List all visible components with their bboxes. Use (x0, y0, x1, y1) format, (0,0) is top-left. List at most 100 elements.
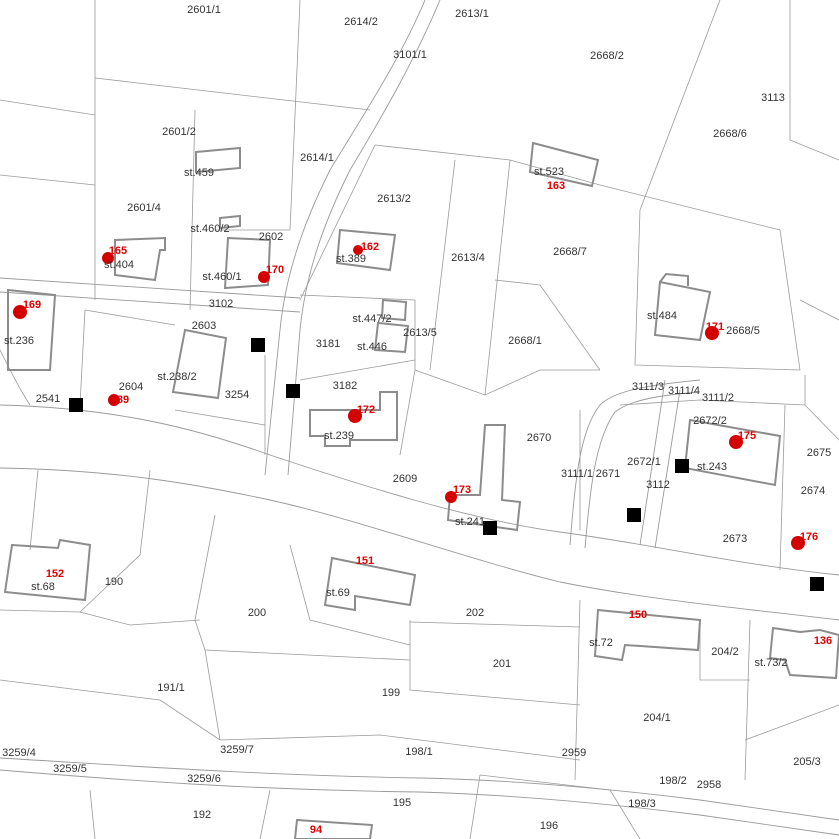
parcel-label: 2958 (697, 779, 721, 791)
house-marker (705, 326, 719, 340)
parcel-label: 202 (466, 607, 484, 619)
parcel-label: 2601/4 (127, 202, 161, 214)
house-marker (791, 536, 805, 550)
survey-point (810, 577, 824, 591)
parcel-label: 3102 (209, 298, 233, 310)
house-number: 170 (266, 264, 284, 276)
parcel-label: 3112 (646, 479, 670, 491)
parcel-label: 2602 (259, 231, 283, 243)
parcel-label: 2601/2 (162, 126, 196, 138)
house-number: 94 (310, 824, 323, 836)
parcel-label: 196 (540, 820, 558, 832)
house-marker (108, 394, 120, 406)
parcel-label: 2675 (807, 447, 831, 459)
parcel-label: 2668/6 (713, 128, 747, 140)
main-road (0, 404, 839, 621)
parcel-label: 3113 (761, 92, 785, 104)
parcel-label: 2604 (119, 381, 143, 393)
house-number: 175 (738, 430, 756, 442)
parcel-label: 2541 (36, 393, 60, 405)
parcel-label: st.238/2 (157, 371, 196, 383)
parcel-label: 2613/4 (451, 252, 485, 264)
parcel-label: 2673 (723, 533, 747, 545)
house-number: 169 (23, 299, 41, 311)
parcel-label: st.68 (31, 581, 55, 593)
survey-point (69, 398, 83, 412)
house-marker (102, 252, 114, 264)
house-marker (353, 245, 363, 255)
parcel-label: 2614/1 (300, 152, 334, 164)
parcel-label: 3182 (333, 380, 357, 392)
house-number: 162 (361, 241, 379, 253)
house-marker (348, 409, 362, 423)
survey-point (627, 508, 641, 522)
parcel-label: st.446 (357, 341, 387, 353)
house-number: 152 (46, 568, 64, 580)
parcel-label: 3259/5 (53, 763, 87, 775)
parcel-label: st.459 (184, 167, 214, 179)
parcel-label: 3111/4 (668, 385, 700, 397)
house-number: 165 (109, 245, 127, 257)
parcel-label: 2613/5 (403, 327, 437, 339)
parcel-label: 192 (193, 809, 211, 821)
parcel-label: 3181 (316, 338, 340, 350)
parcel-label: 2613/2 (377, 193, 411, 205)
survey-point (251, 338, 265, 352)
parcel-label: st.239 (324, 430, 354, 442)
parcel-label: 2959 (562, 747, 586, 759)
parcel-label: 199 (382, 687, 400, 699)
parcel-label: st.236 (4, 335, 34, 347)
parcel-label: st.523 (534, 166, 564, 178)
house-number: 150 (629, 609, 647, 621)
survey-point (286, 384, 300, 398)
house-number: 173 (453, 484, 471, 496)
parcel-label: 195 (393, 797, 411, 809)
parcel-label: 3254 (225, 389, 249, 401)
parcel-label: 3101/1 (393, 49, 427, 61)
parcel-label: st.460/2 (190, 223, 229, 235)
survey-point (483, 521, 497, 535)
survey-points (69, 338, 824, 591)
parcel-label: 2609 (393, 473, 417, 485)
parcel-label: 2668/5 (726, 325, 760, 337)
parcel-label: 2668/7 (553, 246, 587, 258)
parcel-label: 3111/1 (561, 468, 593, 480)
house-number: 151 (356, 555, 374, 567)
parcel-label: 190 (105, 576, 123, 588)
parcel-labels: 2601/1 2614/2 2613/1 3101/1 2668/2 3113 … (2, 4, 831, 832)
parcel-label: st.243 (697, 461, 727, 473)
parcel-label: st.69 (326, 587, 350, 599)
house-markers (13, 245, 805, 550)
parcel-label: 198/2 (659, 775, 687, 787)
house-number: 89 (117, 394, 129, 406)
parcel-label: 198/3 (628, 798, 656, 810)
parcel-label: st.72 (589, 637, 613, 649)
buildings (3, 141, 839, 839)
parcel-label: 3259/7 (220, 744, 254, 756)
parcel-label: 200 (248, 607, 266, 619)
parcel-label: 2601/1 (187, 4, 221, 16)
parcel-label: 191/1 (157, 682, 185, 694)
parcel-label: st.73/2 (754, 657, 787, 669)
parcel-label: 2674 (801, 485, 825, 497)
house-marker (445, 491, 457, 503)
parcel-label: st.484 (647, 310, 677, 322)
house-numbers: 163 165 162 170 169 171 172 175 89 173 1… (23, 180, 832, 836)
house-number: 172 (357, 404, 375, 416)
parcel-label: 2671 (596, 468, 620, 480)
parcel-label: 201 (493, 658, 511, 670)
parcel-label: st.447/2 (352, 313, 391, 325)
parcel-label: 205/3 (793, 756, 821, 768)
parcel-label: st.460/1 (202, 271, 241, 283)
parcel-label: 2672/2 (693, 415, 727, 427)
house-number: 176 (800, 531, 818, 543)
parcel-label: 2670 (527, 432, 551, 444)
parcel-label: 2614/2 (344, 16, 378, 28)
parcel-label: 2668/2 (590, 50, 624, 62)
parcel-label: 3111/3 (632, 381, 664, 393)
parcel-label: 3259/4 (2, 747, 36, 759)
parcel-label: 204/2 (711, 646, 739, 658)
